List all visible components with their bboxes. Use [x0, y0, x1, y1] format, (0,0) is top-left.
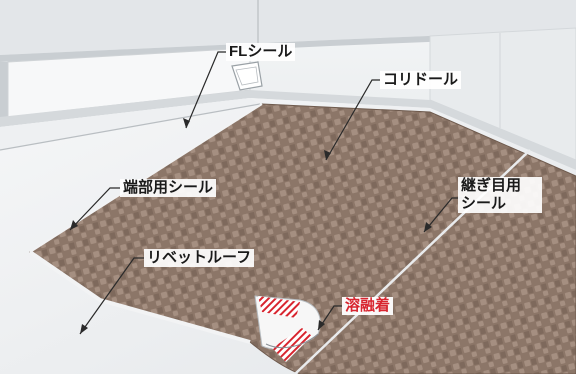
fl-seal-line — [0, 103, 261, 151]
joint-seal-label-line2: シール — [461, 195, 507, 212]
fusion-hatch-top — [258, 296, 300, 318]
fusion-label: 溶融着 — [342, 297, 394, 315]
joint-seal-label-line1: 継ぎ目用 — [461, 177, 522, 194]
joint-seal-label: 継ぎ目用 シール — [458, 177, 542, 213]
fl-seal-label: FLシール — [226, 43, 296, 61]
leader-arrowheads — [70, 118, 432, 334]
edge-seal-label: 端部用シール — [120, 179, 217, 197]
top-ledge — [0, 0, 576, 55]
fusion-hatch-bottom — [272, 328, 312, 362]
leader-lines — [69, 51, 462, 335]
rivet-roof-label: リベットルーフ — [144, 249, 255, 267]
corridor-label: コリドール — [380, 71, 462, 89]
edge-seal-line — [29, 103, 263, 253]
